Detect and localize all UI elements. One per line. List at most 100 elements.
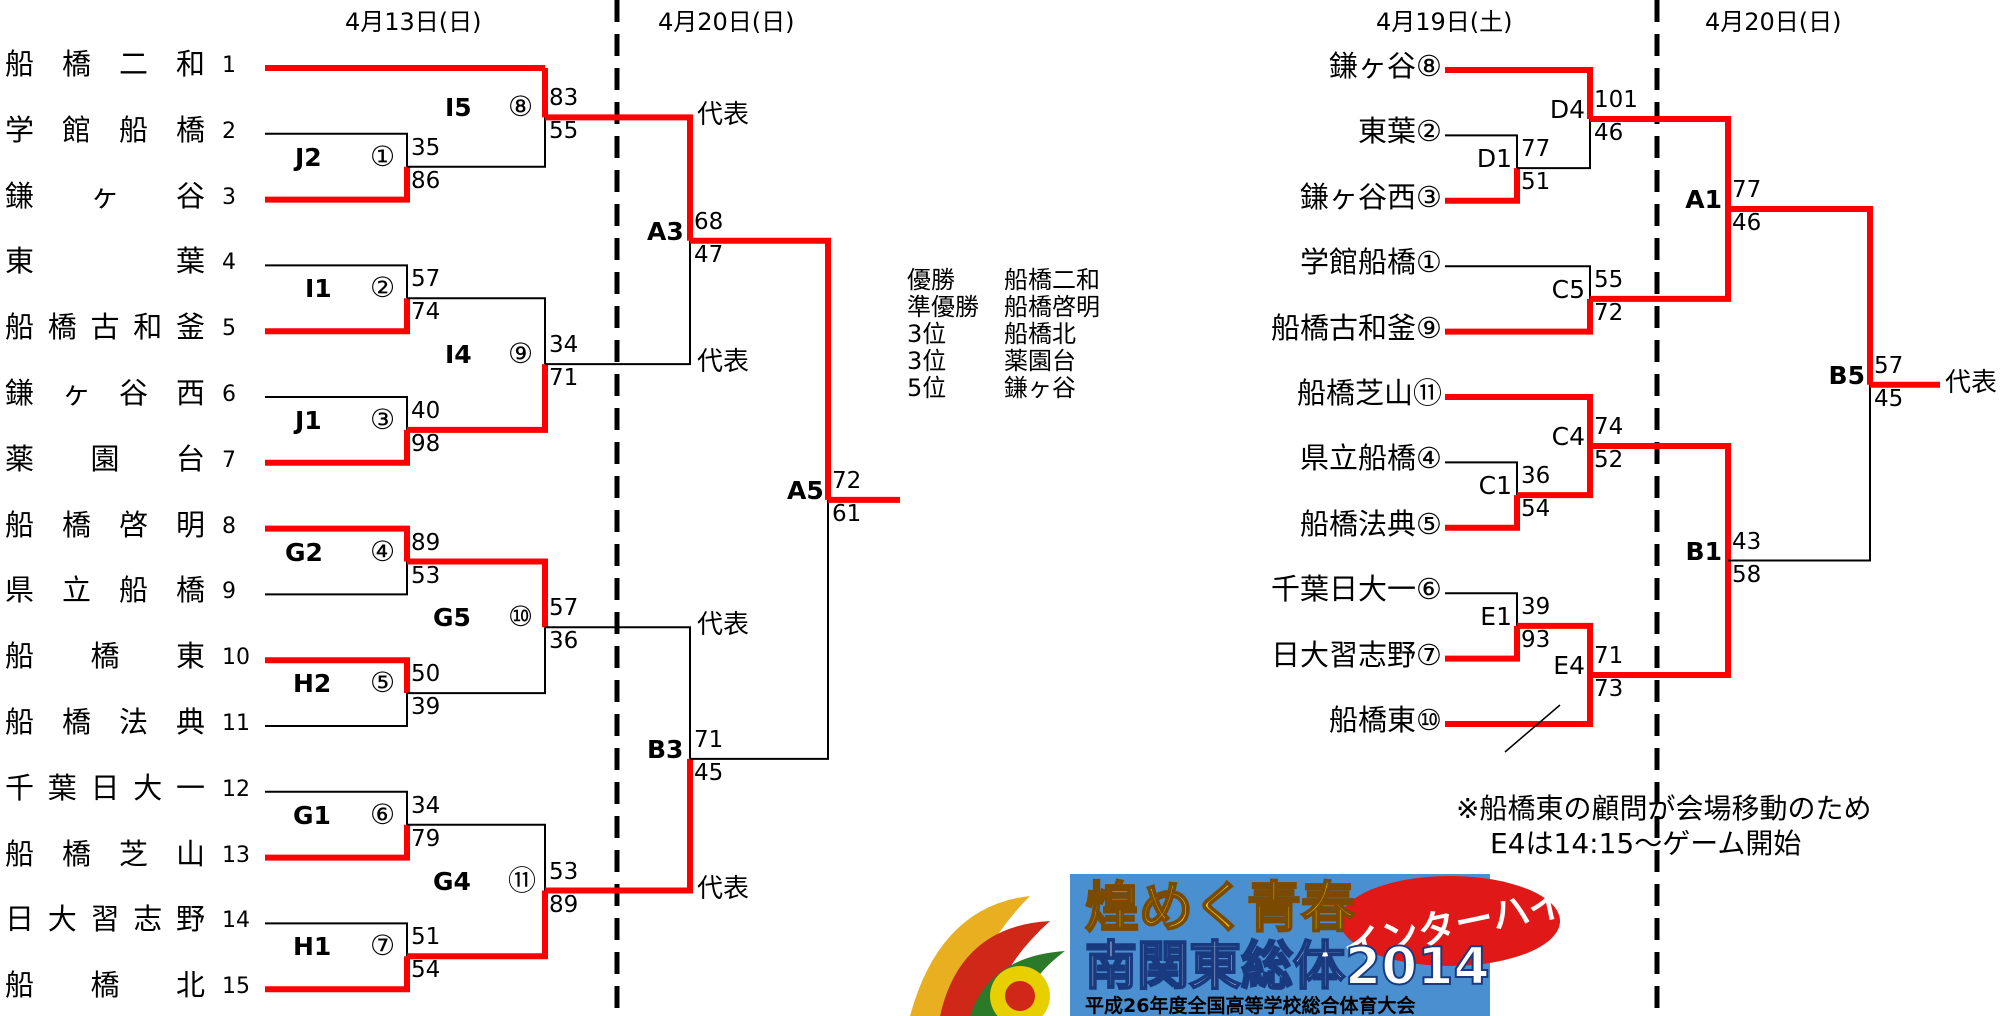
- team-name: 県立船橋: [5, 573, 205, 608]
- game-score-top: 51: [411, 924, 441, 951]
- game-code: H1: [293, 932, 332, 962]
- game-score-bottom: 46: [1732, 209, 1762, 236]
- bracket-line: [545, 626, 691, 759]
- winner-path: [690, 237, 831, 500]
- game-score-top: 43: [1732, 528, 1762, 555]
- winner-path: [1445, 495, 1520, 531]
- representative-label: 代表: [697, 873, 750, 904]
- winner-path: [1445, 168, 1520, 204]
- game-code: E1: [1480, 601, 1512, 631]
- game-score-top: 71: [1594, 642, 1624, 669]
- winner-path: [1590, 208, 1731, 302]
- game-number: ⑩: [508, 600, 534, 634]
- game-score-top: 34: [411, 792, 441, 819]
- game-score-bottom: 58: [1732, 561, 1762, 588]
- winner-path: [1728, 205, 1873, 385]
- winner-path: [1445, 625, 1520, 662]
- schedule-note: ※船橋東の顧問が会場移動のため: [1456, 792, 1872, 825]
- team-name: 鎌ヶ谷: [5, 178, 205, 213]
- game-code: J2: [295, 142, 322, 172]
- game-score-bottom: 74: [411, 299, 441, 326]
- team-seed: 7: [222, 447, 236, 473]
- bracket-line: [265, 922, 408, 957]
- game-score-top: 39: [1521, 593, 1551, 620]
- game-score-top: 34: [549, 332, 579, 359]
- result-place: 優勝: [907, 266, 955, 294]
- winner-path: [407, 364, 548, 433]
- game-score-bottom: 54: [411, 957, 441, 984]
- game-score-bottom: 89: [549, 891, 579, 918]
- team-seed: 12: [222, 776, 250, 802]
- winner-path: [1590, 116, 1731, 209]
- bracket-line: [1445, 265, 1591, 299]
- game-code: C1: [1478, 471, 1512, 501]
- game-score-top: 40: [411, 397, 441, 424]
- game-score-bottom: 93: [1521, 626, 1551, 653]
- game-code: I1: [305, 274, 332, 304]
- winner-path: [265, 956, 410, 993]
- game-code: G2: [285, 537, 323, 567]
- team-seed: 13: [222, 842, 250, 868]
- team-name: 鎌ヶ谷⑧: [1329, 49, 1442, 83]
- bracket-line: [265, 693, 408, 727]
- game-code: B1: [1685, 536, 1722, 566]
- game-code: B3: [647, 734, 684, 764]
- game-score-top: 35: [411, 134, 441, 161]
- game-score-top: 77: [1521, 136, 1551, 163]
- game-number: ①: [370, 139, 396, 173]
- team-seed: 15: [222, 974, 250, 1000]
- schedule-note: E4は14:15～ゲーム開始: [1490, 827, 1802, 860]
- bracket-line: [265, 561, 408, 596]
- banner-badge-shape: [1340, 876, 1560, 966]
- result-place: 3位: [907, 347, 947, 375]
- game-code: H2: [293, 669, 332, 699]
- team-seed: 4: [222, 250, 236, 276]
- team-name: 船橋法典⑤: [1300, 506, 1442, 541]
- winner-path: [1445, 674, 1593, 727]
- winner-path: [1445, 298, 1593, 335]
- winner-path: [407, 890, 548, 960]
- game-score-top: 57: [549, 595, 579, 622]
- representative-label: 代表: [1945, 367, 1998, 398]
- game-score-bottom: 39: [411, 694, 441, 721]
- winner-path: [265, 298, 410, 335]
- bracket-line: [545, 240, 691, 366]
- banner-sun-core: [1005, 981, 1035, 1011]
- game-score-top: 72: [832, 467, 862, 494]
- banner-title-line2: 南関東総体2014: [1085, 937, 1490, 997]
- game-score-bottom: 54: [1521, 496, 1551, 523]
- team-seed: 1: [222, 53, 236, 78]
- bracket-line: [265, 790, 408, 825]
- date-header: 4月20日(日): [658, 8, 795, 36]
- note-arrow-icon: [1504, 704, 1561, 753]
- team-name: 船橋古和釜: [5, 310, 205, 345]
- banner-title-line1: 煌めく青春: [1085, 876, 1355, 939]
- team-name: 船橋芝山⑪: [1296, 376, 1442, 410]
- game-score-bottom: 61: [832, 500, 862, 527]
- winner-path: [265, 824, 410, 861]
- result-place: 3位: [907, 320, 947, 348]
- game-score-top: 101: [1594, 87, 1638, 114]
- team-name: 学館船橋①: [1300, 245, 1442, 280]
- winner-path: [265, 525, 410, 562]
- game-score-bottom: 71: [549, 365, 579, 392]
- game-code: J1: [295, 405, 322, 435]
- game-number: ⑦: [370, 929, 396, 963]
- game-score-bottom: 51: [1521, 169, 1551, 196]
- bracket-line: [265, 264, 408, 299]
- team-seed: 2: [222, 118, 236, 144]
- winner-path: [265, 429, 410, 466]
- game-code: G1: [293, 800, 331, 830]
- game-code: A1: [1685, 184, 1722, 214]
- bracket-line: [265, 396, 408, 430]
- game-score-bottom: 55: [549, 118, 579, 145]
- bracket-line: [407, 117, 546, 168]
- game-number: ⑤: [370, 666, 396, 700]
- game-score-bottom: 36: [549, 628, 579, 655]
- winner-path: [407, 558, 548, 628]
- team-name: 薬園台: [5, 441, 205, 476]
- team-seed: 10: [222, 645, 250, 671]
- game-score-bottom: 79: [411, 825, 441, 852]
- game-score-top: 36: [1521, 463, 1551, 490]
